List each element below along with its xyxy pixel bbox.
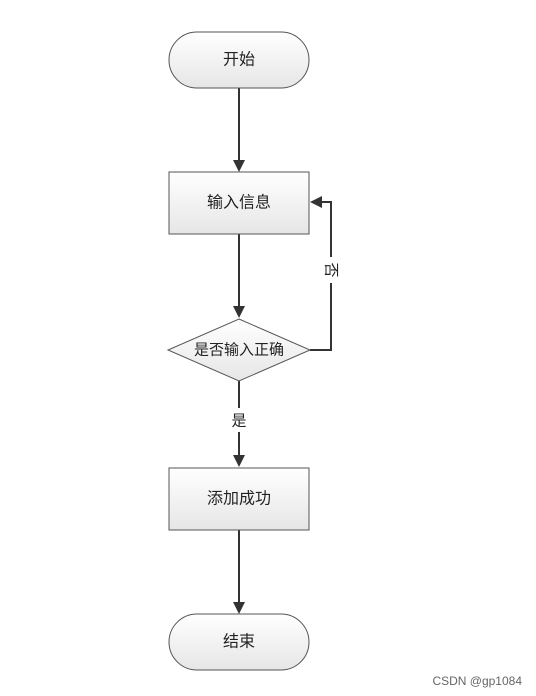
start-node-label: 开始 [223,50,255,69]
success-node: 添加成功 [168,467,310,531]
decision-node-label: 是否输入正确 [194,341,284,359]
edge-label-yes: 是 [231,412,246,430]
success-node-label: 添加成功 [207,489,271,508]
input-node-label: 输入信息 [207,193,271,212]
edge-label-no: 否 [323,262,341,277]
no-label-bg [322,257,340,283]
end-node: 结束 [168,613,310,671]
input-node: 输入信息 [168,171,310,235]
start-node: 开始 [168,31,310,89]
watermark: CSDN @gp1084 [432,674,522,688]
decision-node: 是否输入正确 [166,318,312,382]
end-node-label: 结束 [223,632,255,651]
